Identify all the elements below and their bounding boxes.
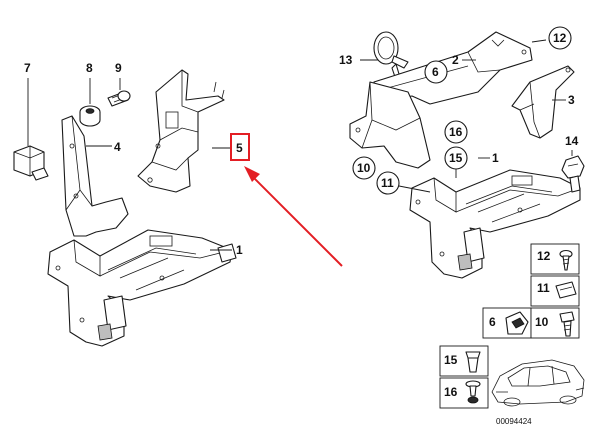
callout-10-circle <box>352 156 376 180</box>
expansion-nut-icon <box>465 351 481 373</box>
legend-10: 10 <box>535 315 549 329</box>
callout-16-circle <box>444 120 468 144</box>
small-parts-legend: 12 11 6 10 15 <box>439 243 585 426</box>
callout-1-left: 1 <box>236 243 243 257</box>
rivet-icon <box>465 380 481 404</box>
bracket-part-3 <box>511 65 575 139</box>
callout-4: 4 <box>114 140 121 154</box>
holder-icon <box>505 311 529 335</box>
legend-15: 15 <box>444 353 458 367</box>
clip-nut-icon <box>555 281 577 299</box>
bracket-part-5 <box>137 69 225 193</box>
highlight-box-5 <box>230 133 250 161</box>
left-assembly: 7 8 9 4 <box>13 61 343 347</box>
car-outline <box>491 359 585 407</box>
callout-6: 6 <box>432 65 439 79</box>
callout-7: 7 <box>24 61 31 75</box>
document-number: 00094424 <box>496 417 532 426</box>
legend-6: 6 <box>489 315 496 329</box>
clip-part-7 <box>13 145 49 181</box>
highlight-arrow <box>244 166 343 267</box>
callout-14: 14 <box>565 134 579 148</box>
callout-6-circle <box>424 60 448 84</box>
callout-10: 10 <box>357 161 371 175</box>
tray-part-1-left <box>47 229 237 347</box>
callout-8: 8 <box>86 61 93 75</box>
right-assembly: 13 2 12 6 3 16 <box>339 26 585 279</box>
bolt-icon <box>559 311 575 337</box>
screw-part-9 <box>107 90 131 107</box>
callout-5: 5 <box>236 141 243 155</box>
nut-part-14 <box>561 155 585 193</box>
housing-behind <box>349 81 431 169</box>
callout-15: 15 <box>449 151 463 165</box>
legend-11: 11 <box>537 281 550 295</box>
callout-1-right: 1 <box>492 151 499 165</box>
callout-13: 13 <box>339 53 353 67</box>
callout-3: 3 <box>568 93 575 107</box>
callout-9: 9 <box>115 61 122 75</box>
leader-11 <box>398 185 431 193</box>
callout-11-circle <box>376 171 400 195</box>
bracket-part-4 <box>61 115 129 237</box>
screw-icon <box>559 249 573 271</box>
callout-2: 2 <box>452 53 459 67</box>
legend-box-15 <box>439 345 489 377</box>
callout-11: 11 <box>381 176 394 190</box>
callout-12-circle <box>548 26 572 50</box>
callout-16: 16 <box>449 125 463 139</box>
legend-16: 16 <box>444 385 458 399</box>
leader-12 <box>531 39 547 43</box>
legend-12: 12 <box>537 249 551 263</box>
legend-box-12 <box>530 243 580 275</box>
grommet-part-8 <box>79 105 101 127</box>
tray-part-1-right <box>409 169 581 279</box>
callout-12: 12 <box>553 31 567 45</box>
